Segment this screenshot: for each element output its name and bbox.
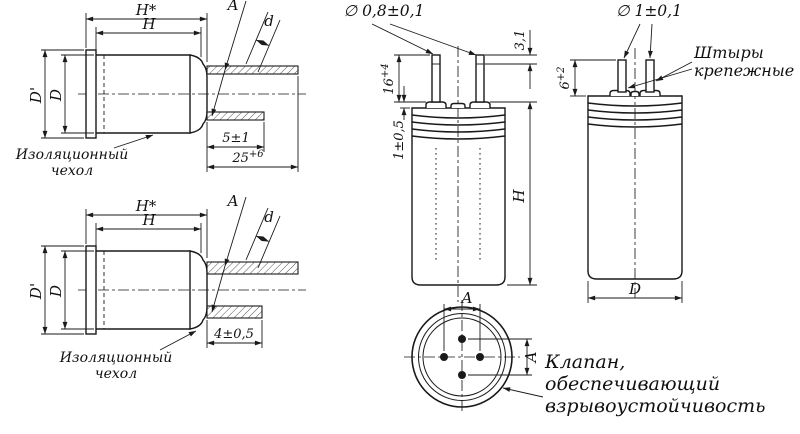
center-vent [630,90,640,96]
lead-bottom [206,305,263,319]
dim-label-pin-spacing-h: A [460,289,473,307]
dim-h-star: H* [85,1,208,62]
dim-label-sleeve-dia: D' [27,283,45,300]
dim-case-height: H [490,101,537,286]
dim-label-h: H [141,211,156,229]
dim-label-sleeve-dia: D' [27,87,45,104]
center-cross [404,300,520,414]
dim-h: H [95,211,202,253]
pin-dot-top [458,335,466,343]
lead-top [206,261,299,275]
note-mounting-pins: Штыры крепежные [627,43,794,89]
dim-label-can-dia: D [628,280,641,298]
dim-h-star: H* [85,197,208,258]
dim-label-lead-short: 5±1 [222,131,249,146]
dim-label-pin-length: 16+4 [380,63,397,94]
pin-right [645,59,655,93]
dim-label-lead-spacing: A [226,0,239,14]
dim-can-diameter: D [587,280,683,303]
lead-bottom [206,111,265,121]
dim-label-pin-tip: 3,1 [513,30,528,51]
view-front: ∅ 0,8±0,1 3,1 16+4 1±0,5 H [344,2,537,302]
dim-label-case-dia: D [47,89,65,102]
note-sleeve-line2: чехол [95,366,137,382]
dim-pin-diameter: ∅ 0,8±0,1 [344,2,477,56]
dim-case-diameter: D [47,250,94,330]
dim-label-case-dia: D [47,285,65,298]
dim-pin-spacing-vertical: A [468,338,540,376]
dim-label-h-star: H* [135,197,157,215]
dim-label-pin-dia: ∅ 0,8±0,1 [344,2,425,20]
dim-seal-height: 1±0,5 [392,86,410,160]
dim-pin-length: 16+4 [380,54,430,103]
note-pins-line2: крепежные [694,61,794,80]
dim-label-lead-short: 4±0,5 [213,327,254,342]
note-valve-line3: взрывоустойчивость [545,395,765,417]
view-bottom: A A Клапан, обеспечивающий взрывоустойчи… [404,289,765,417]
dim-label-lead-dia: d [264,208,274,226]
dim-lead-short: 5±1 [206,122,265,172]
note-pins-line1: Штыры [693,43,764,62]
dim-lead-spacing: A [211,0,247,117]
pin-left [617,59,627,93]
dim-sleeve-diameter: D' [27,49,84,139]
dim-pin-diameter: ∅ 1±0,1 [616,2,682,59]
dim-lead-diameter: d [245,11,281,73]
sleeve-flange [85,49,97,139]
pin-dots [440,335,484,379]
pin-dot-bottom [458,371,466,379]
lead-top [206,65,299,75]
dim-lead-spacing: A [211,192,247,313]
note-sleeve-line1: Изоляционный [59,350,173,366]
note-insulating-sleeve: Изоляционный чехол [15,134,154,179]
center-vent [450,102,466,108]
sleeve-flange [85,245,97,335]
capacitor-body [85,245,208,335]
view-bottom-left: H* H D' D A d 4±0,5 [27,192,306,382]
dim-label-h-star: H* [135,1,157,19]
dim-label-lead-dia: d [264,12,274,30]
view-top-left: H* H D' D A d 5±1 [15,0,306,179]
end-seal [189,54,208,134]
end-seal [189,250,208,330]
dim-sleeve-diameter: D' [27,245,84,335]
dim-case-diameter: D [47,54,94,134]
capacitor-body [85,49,208,139]
dim-label-h: H [141,15,156,33]
dim-label-lead-long: 25+6 [231,149,264,166]
dim-label-lead-spacing: A [226,192,239,210]
dim-pin-tip: 3,1 [485,30,537,89]
dim-lead-short: 4±0,5 [206,320,263,348]
note-safety-valve: Клапан, обеспечивающий взрывоустойчивост… [502,351,765,417]
note-insulating-sleeve: Изоляционный чехол [59,330,197,382]
note-sleeve-line2: чехол [51,163,93,179]
dim-lead-diameter: d [245,207,281,269]
terminal-seal-right [469,101,491,108]
dim-label-pin-length: 6+2 [556,66,573,89]
dim-pin-spacing-horizontal: A [443,289,481,351]
dim-lead-long: 25+6 [206,76,299,172]
capacitor-can [411,101,506,286]
note-sleeve-line1: Изоляционный [15,147,129,163]
note-valve-line1: Клапан, [544,351,625,373]
pin-right [475,54,485,103]
dim-label-case-height: H [510,189,528,204]
dim-label-seal-height: 1±0,5 [392,120,407,160]
dim-label-pin-spacing-v: A [522,351,540,364]
pin-left [431,54,441,103]
dim-pin-length: 6+2 [556,59,616,97]
note-valve-line2: обеспечивающий [545,373,720,395]
pin-dot-left [440,353,448,361]
dim-h: H [95,15,202,57]
view-right: ∅ 1±0,1 Штыры крепежные 6+2 D [556,2,794,303]
terminal-seal-left [425,101,447,108]
dim-label-pin-dia: ∅ 1±0,1 [616,2,682,20]
pin-dot-right [476,353,484,361]
